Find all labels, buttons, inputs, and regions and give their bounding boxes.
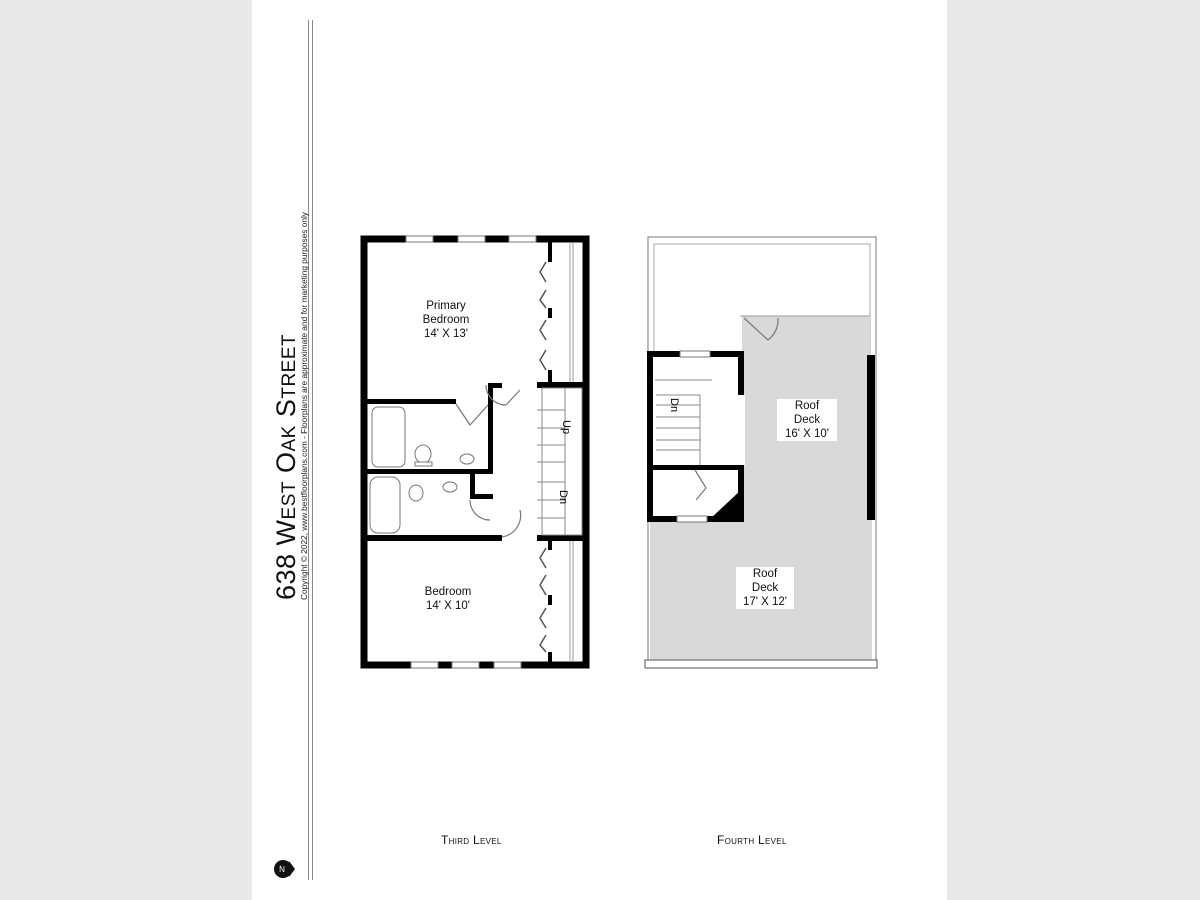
- fourth-level-plan: Dn: [644, 236, 878, 669]
- divider-line: [312, 20, 313, 880]
- fourth-level-caption: Fourth Level: [717, 833, 787, 847]
- stair-down-label: Dn: [668, 398, 680, 412]
- north-compass-icon: N: [272, 857, 296, 881]
- third-level-caption: Third Level: [441, 833, 502, 847]
- stair-up-label: Up: [560, 420, 572, 434]
- compass-letter: N: [279, 865, 285, 874]
- divider-line: [308, 20, 309, 880]
- stair-down-label: Dn: [557, 490, 569, 504]
